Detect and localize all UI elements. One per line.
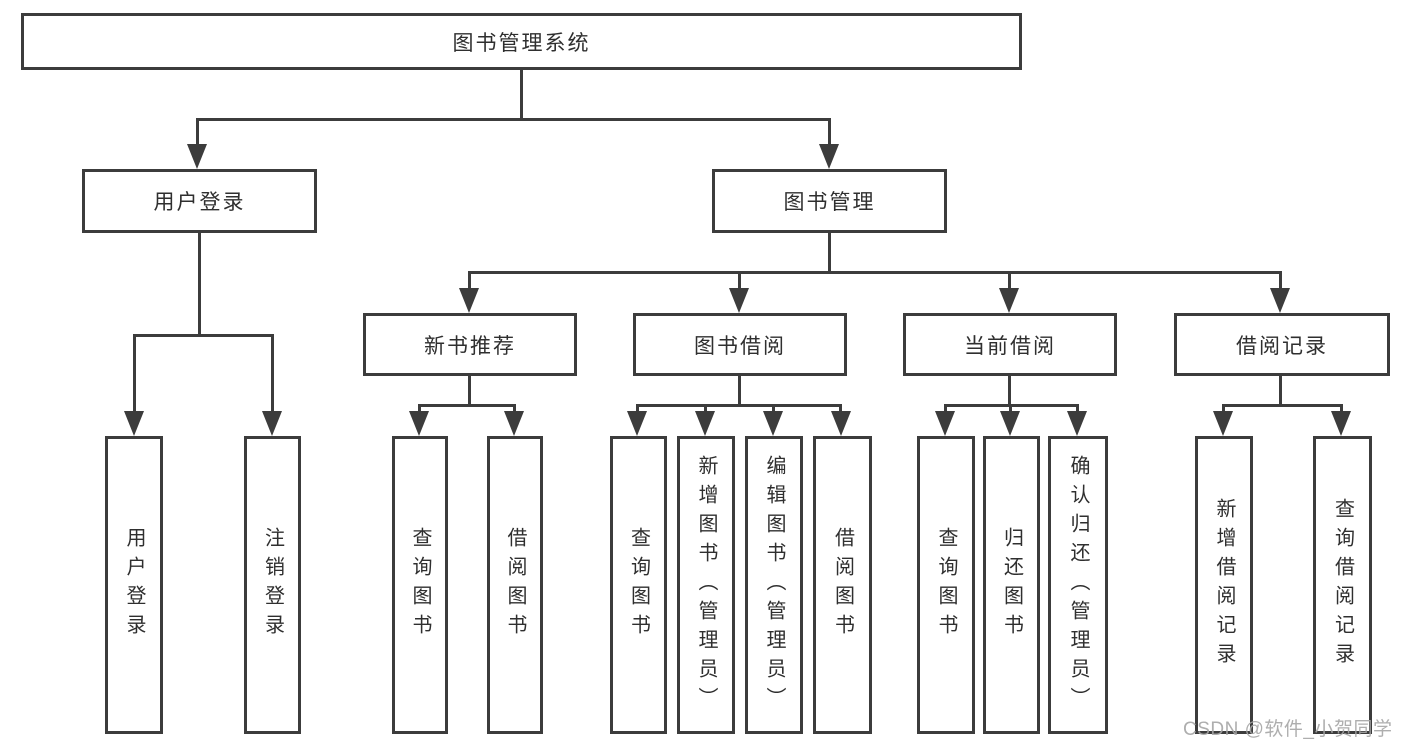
connector-line: [468, 271, 471, 291]
connector-line: [133, 334, 136, 413]
leaf-recommend-query-books-label: 查询图书: [409, 527, 431, 643]
connector-line: [1222, 404, 1225, 414]
leaf-borrowing-query-books: 查询图书: [610, 436, 667, 734]
arrowhead-down-icon: [187, 144, 207, 169]
leaf-add-borrow-record: 新增借阅记录: [1195, 436, 1253, 734]
node-current-borrowing: 当前借阅: [903, 313, 1117, 376]
connector-line: [1009, 404, 1012, 414]
connector-line: [198, 233, 201, 336]
watermark: CSDN @软件_小贺同学: [1183, 719, 1393, 740]
node-new-book-recommendation: 新书推荐: [363, 313, 577, 376]
node-user-login: 用户登录: [82, 169, 317, 233]
connector-line: [636, 404, 842, 407]
arrowhead-down-icon: [1331, 411, 1351, 436]
arrowhead-down-icon: [627, 411, 647, 436]
connector-line: [468, 376, 471, 406]
arrowhead-down-icon: [1270, 288, 1290, 313]
node-borrowing-records: 借阅记录: [1174, 313, 1390, 376]
leaf-add-books-admin: 新增图书（管理员）: [677, 436, 735, 734]
arrowhead-down-icon: [262, 411, 282, 436]
arrowhead-down-icon: [819, 144, 839, 169]
connector-line: [133, 334, 274, 337]
arrowhead-down-icon: [1213, 411, 1233, 436]
connector-line: [839, 404, 842, 414]
arrowhead-down-icon: [1067, 411, 1087, 436]
connector-line: [1008, 271, 1011, 291]
connector-line: [468, 271, 1282, 274]
connector-line: [704, 404, 707, 414]
connector-line: [772, 404, 775, 414]
leaf-add-books-admin-label: 新增图书（管理员）: [695, 454, 717, 716]
leaf-recommend-borrow-books: 借阅图书: [487, 436, 543, 734]
arrowhead-down-icon: [459, 288, 479, 313]
connector-line: [1279, 376, 1282, 406]
arrowhead-down-icon: [763, 411, 783, 436]
leaf-borrow-books-label: 借阅图书: [831, 527, 854, 643]
arrowhead-down-icon: [999, 288, 1019, 313]
leaf-borrow-books: 借阅图书: [813, 436, 872, 734]
connector-line: [636, 404, 639, 414]
arrowhead-down-icon: [831, 411, 851, 436]
arrowhead-down-icon: [695, 411, 715, 436]
node-book-borrowing: 图书借阅: [633, 313, 847, 376]
leaf-confirm-return-admin: 确认归还（管理员）: [1048, 436, 1108, 734]
leaf-add-borrow-record-label: 新增借阅记录: [1213, 498, 1235, 672]
leaf-user-login: 用户登录: [105, 436, 163, 734]
connector-line: [828, 233, 831, 274]
connector-line: [1340, 404, 1343, 414]
connector-line: [1279, 271, 1282, 291]
leaf-return-books-label: 归还图书: [1000, 527, 1023, 643]
node-book-management-system: 图书管理系统: [21, 13, 1022, 70]
arrowhead-down-icon: [504, 411, 524, 436]
leaf-user-login-label: 用户登录: [123, 527, 145, 643]
arrowhead-down-icon: [935, 411, 955, 436]
connector-line: [418, 404, 516, 407]
arrowhead-down-icon: [124, 411, 144, 436]
connector-line: [1008, 376, 1011, 406]
leaf-edit-books-admin-label: 编辑图书（管理员）: [763, 454, 785, 716]
leaf-current-query-books-label: 查询图书: [935, 527, 957, 643]
leaf-query-borrow-record: 查询借阅记录: [1313, 436, 1372, 734]
leaf-edit-books-admin: 编辑图书（管理员）: [745, 436, 803, 734]
leaf-borrowing-query-books-label: 查询图书: [627, 527, 650, 643]
connector-line: [944, 404, 947, 414]
node-book-management: 图书管理: [712, 169, 947, 233]
leaf-current-query-books: 查询图书: [917, 436, 975, 734]
connector-line: [196, 118, 199, 147]
leaf-recommend-query-books: 查询图书: [392, 436, 448, 734]
connector-line: [738, 376, 741, 406]
arrowhead-down-icon: [1000, 411, 1020, 436]
leaf-logout: 注销登录: [244, 436, 301, 734]
leaf-return-books: 归还图书: [983, 436, 1040, 734]
leaf-logout-label: 注销登录: [261, 527, 284, 643]
connector-line: [738, 271, 741, 291]
leaf-query-borrow-record-label: 查询借阅记录: [1331, 498, 1354, 672]
connector-line: [1222, 404, 1343, 407]
connector-line: [418, 404, 421, 414]
leaf-recommend-borrow-books-label: 借阅图书: [504, 527, 526, 643]
connector-line: [1076, 404, 1079, 414]
arrowhead-down-icon: [729, 288, 749, 313]
leaf-confirm-return-admin-label: 确认归还（管理员）: [1067, 454, 1089, 716]
connector-line: [520, 70, 523, 120]
connector-line: [196, 118, 831, 121]
connector-line: [271, 334, 274, 413]
connector-line: [828, 118, 831, 147]
connector-line: [513, 404, 516, 414]
arrowhead-down-icon: [409, 411, 429, 436]
